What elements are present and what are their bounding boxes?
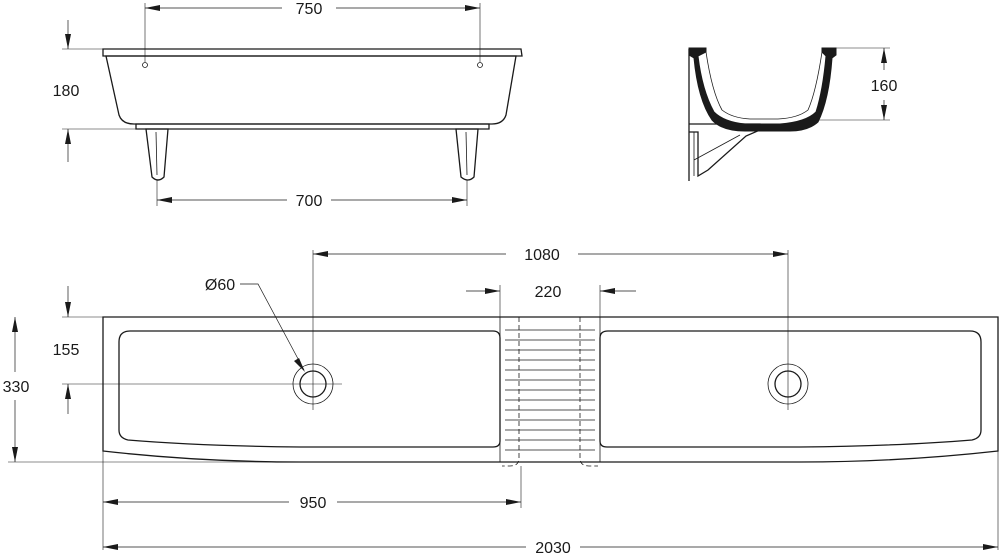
dimension-arrow (65, 384, 71, 399)
dim-section-depth: 160 (871, 78, 898, 95)
dimension-arrow (881, 105, 887, 120)
drainboard-grooves (505, 329, 595, 451)
dimension-arrow (600, 288, 615, 294)
dimension-arrow (103, 499, 118, 505)
dimension-arrow (485, 288, 500, 294)
right-bowl (599, 330, 982, 448)
dimension-arrow (12, 447, 18, 462)
dimension-arrow (65, 34, 71, 49)
dimension-arrow (12, 317, 18, 332)
dimension-arrow (157, 197, 172, 203)
hidden-support-right (579, 317, 598, 467)
dimension-arrow (65, 302, 71, 317)
left-bowl (118, 330, 501, 448)
leg-right (455, 128, 479, 181)
dim-waste-offset: 155 (53, 342, 80, 359)
leg-left (145, 128, 169, 181)
dimension-arrow (313, 251, 328, 257)
fixing-hole-left (142, 62, 148, 68)
dim-top-width: 750 (296, 1, 323, 18)
dimension-arrow (465, 5, 480, 11)
dim-drainboard-width: 220 (535, 284, 562, 301)
dimension-arrow (145, 5, 160, 11)
fixing-hole-right (477, 62, 483, 68)
dimension-arrow (983, 544, 998, 550)
dimension-arrow (452, 197, 467, 203)
leader-arrow (294, 358, 305, 372)
bracket-detail (693, 132, 741, 176)
dim-drain-spacing: 1080 (524, 247, 560, 264)
dim-height: 180 (53, 83, 80, 100)
bowl-inner-profile (705, 51, 823, 120)
support-bracket (689, 123, 761, 178)
leader-line (240, 283, 305, 371)
leg-left-detail (155, 131, 158, 176)
dimension-arrow (65, 129, 71, 144)
dimension-arrow (773, 251, 788, 257)
dimension-arrow (506, 499, 521, 505)
dim-bowl-width: 950 (300, 495, 327, 512)
basin-body (105, 55, 517, 125)
dim-depth: 330 (3, 379, 30, 396)
dim-leg-spacing: 700 (296, 193, 323, 210)
dim-overall-length: 2030 (535, 540, 571, 555)
side-section-view: 160 (688, 47, 898, 181)
sink-outline (102, 316, 999, 463)
plan-view: 1080 220 Ø60 155 330 950 (3, 247, 999, 555)
basin-base (135, 123, 490, 130)
basin-rim (102, 48, 523, 57)
dim-waste-diameter: Ø60 (205, 277, 235, 294)
hidden-support-left (502, 317, 520, 467)
leg-right-detail (465, 131, 468, 176)
section-hatch (688, 47, 837, 132)
front-elevation-view: 750 180 700 (53, 1, 523, 210)
dimension-arrow (881, 48, 887, 63)
dimension-arrow (103, 544, 118, 550)
